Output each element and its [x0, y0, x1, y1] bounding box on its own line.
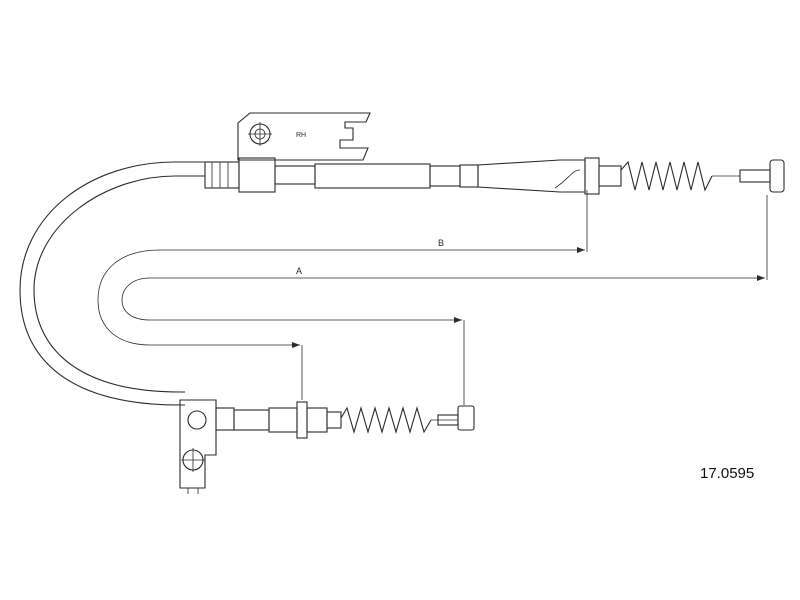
part-number: 17.0595 [700, 465, 755, 482]
lower-spring-bellows [340, 405, 475, 434]
dimension-b-label: B [438, 238, 444, 248]
dimension-b-line [577, 190, 588, 253]
cable-sheath [19, 161, 205, 406]
dimension-loop-b [121, 277, 765, 321]
dimension-a-line [757, 195, 768, 281]
dimension-loop-a [97, 249, 585, 346]
lower-mounting-bracket [179, 399, 217, 494]
upper-mounting-bracket: RH [237, 112, 371, 161]
dimension-lower-arrows [292, 317, 465, 405]
side-label: RH [296, 132, 306, 139]
dimension-a-label: A [296, 266, 302, 276]
upper-spring-bellows [620, 159, 785, 193]
lower-cable-fittings [215, 401, 342, 439]
upper-cable-fittings [204, 157, 622, 195]
